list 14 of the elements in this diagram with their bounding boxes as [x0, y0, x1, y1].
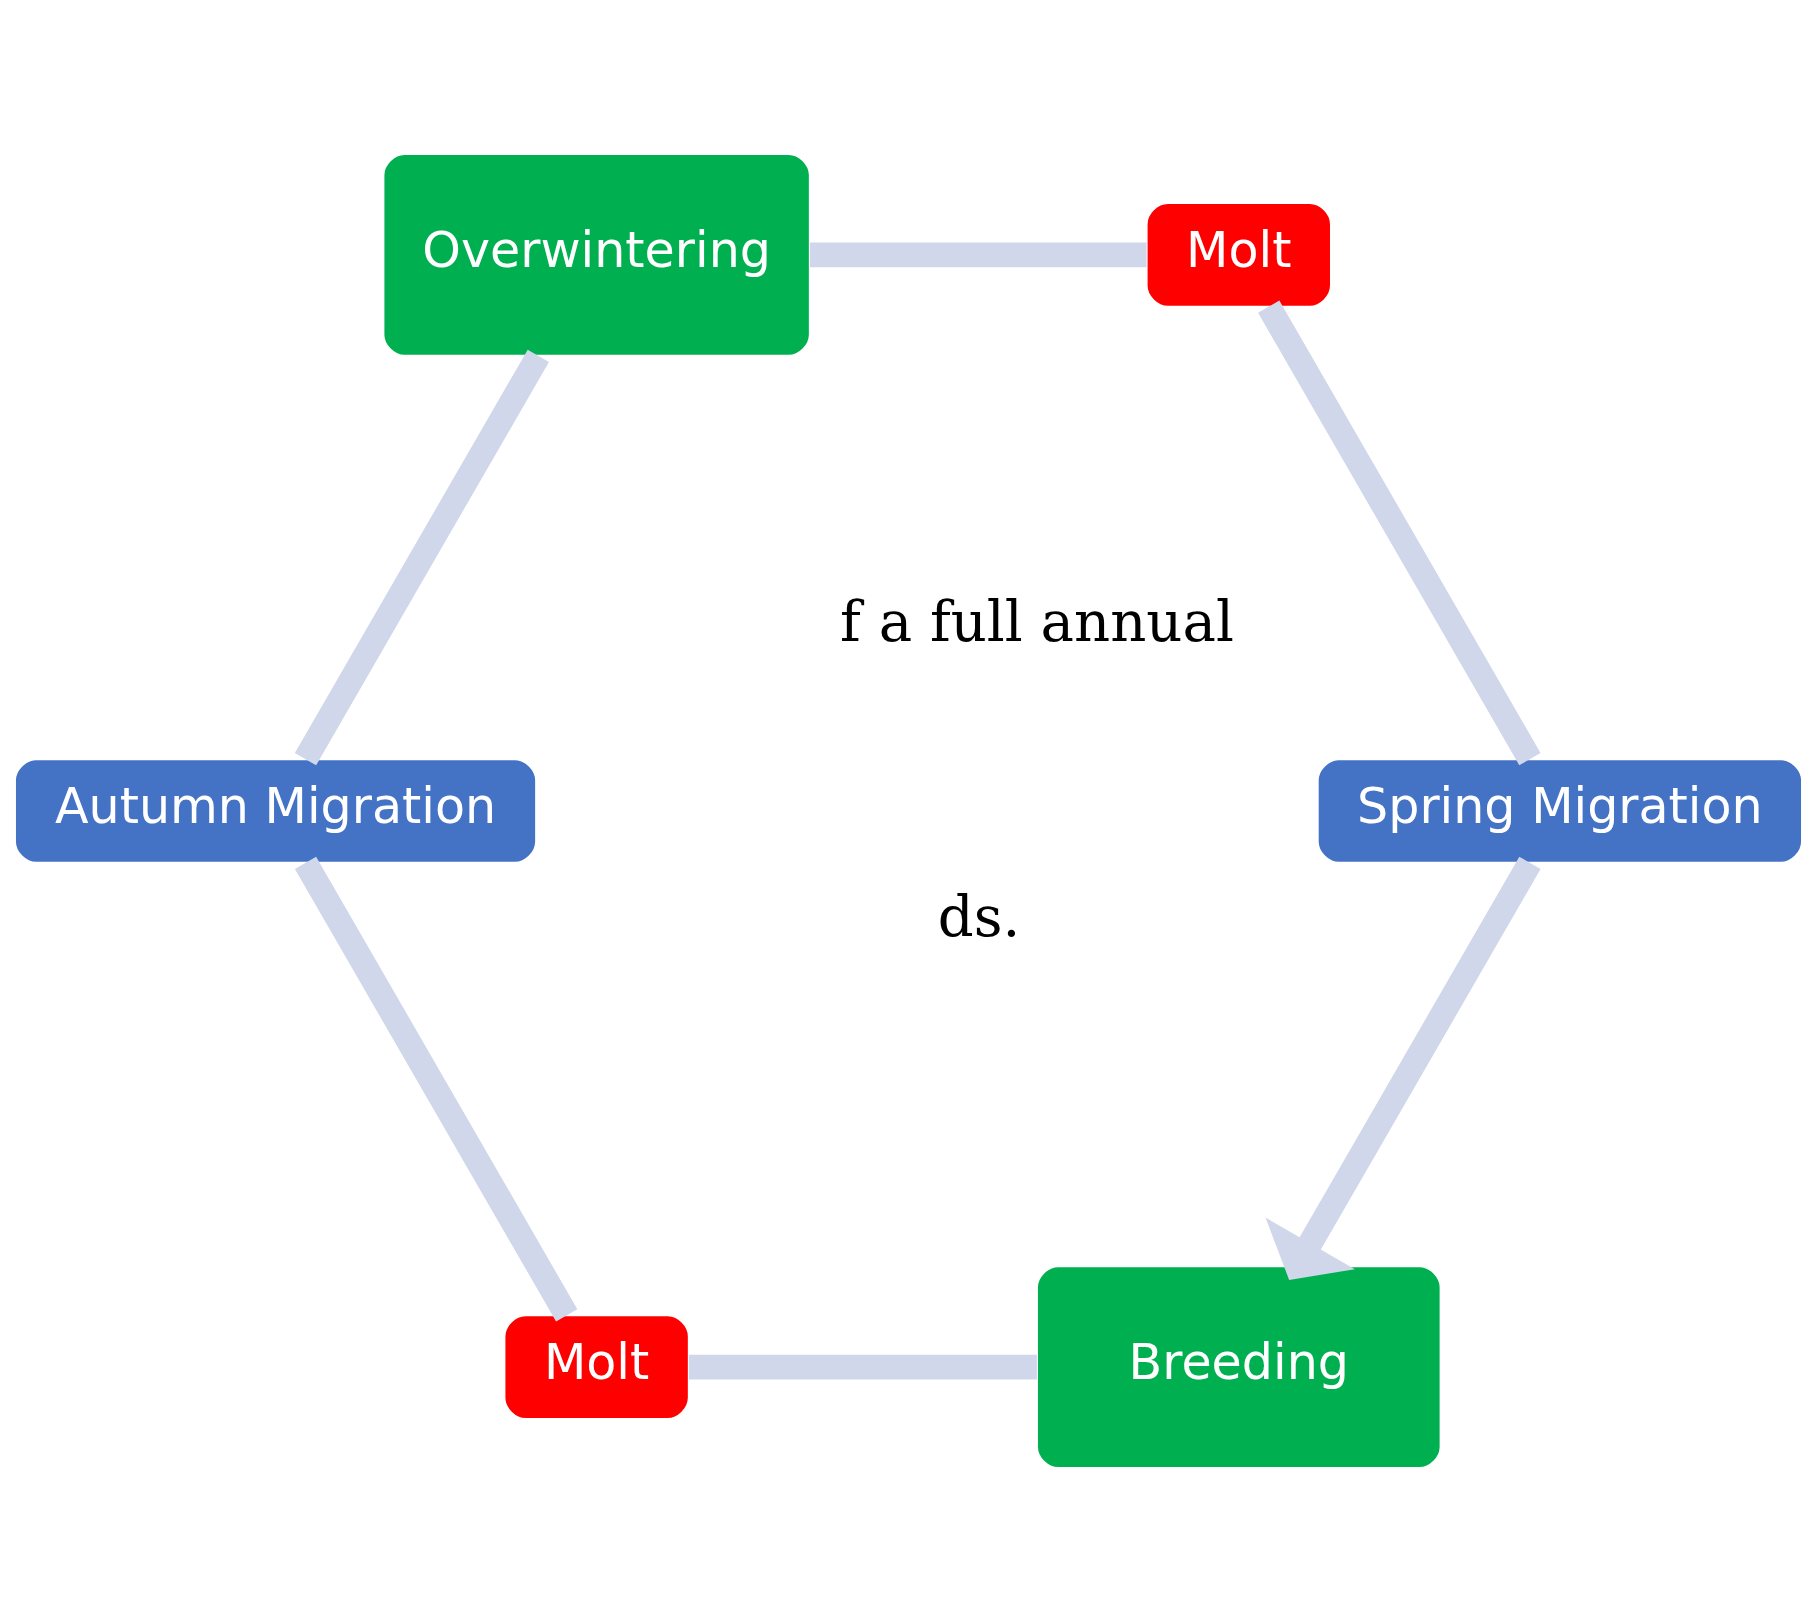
arrow	[1265, 856, 1541, 1280]
connector	[294, 856, 578, 1322]
node-box: Spring Migration	[1316, 758, 1803, 864]
connector	[1258, 300, 1541, 766]
node-box: Overwintering	[382, 153, 811, 357]
label: f a full annual	[840, 589, 1234, 655]
node-box: Molt	[503, 1314, 690, 1420]
connector	[688, 1354, 1037, 1380]
node-box: Autumn Migration	[14, 758, 537, 864]
node-box: Molt	[1145, 202, 1332, 308]
connector	[294, 349, 549, 766]
connector	[810, 242, 1147, 268]
label: ds.	[937, 883, 1021, 949]
node-box: Breeding	[1036, 1265, 1442, 1469]
